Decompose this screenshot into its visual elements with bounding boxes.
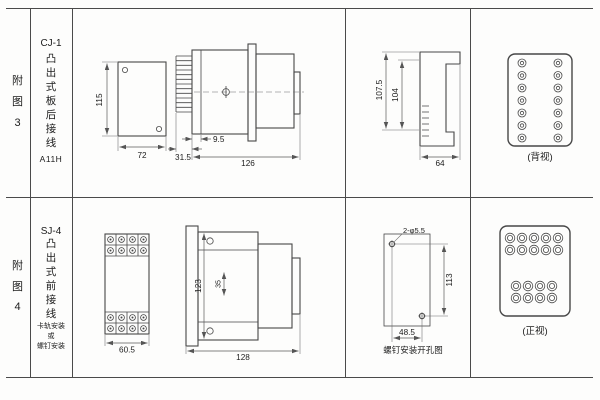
dim-depth-31-5: 31.5 [175, 153, 191, 162]
dim-width-60-5: 60.5 [119, 346, 135, 355]
sj4-hole-diagram-drawing: 2-φ5.5 113 48.5 螺钉安装开孔图 [383, 226, 454, 355]
figure-4-label: 附 图 4 [6, 198, 29, 376]
cj1-front-view-drawing: 115 72 [95, 61, 167, 160]
cj1-rear-terminal-fins [175, 55, 192, 113]
dim-width-72: 72 [137, 151, 147, 160]
hole-diagram-outline [383, 233, 431, 327]
dim-height-123: 123 [194, 279, 203, 293]
dim-height-115: 115 [95, 93, 104, 106]
dim-inner-104: 104 [391, 88, 400, 102]
cutout-dimensions: 107.5 104 64 [375, 51, 461, 168]
sj4-wiring-type-label: 凸 出 式 前 接 线 [45, 238, 57, 320]
sj4-side-view-drawing: 123 35 128 [185, 225, 301, 362]
figure-4-text: 附 图 4 [12, 259, 23, 314]
terminal-block-outline [499, 225, 571, 317]
table-col3-border [345, 8, 346, 378]
sj4-mounting-note: 卡轨安装 或 螺钉安装 [37, 322, 65, 351]
terminal-screws [517, 58, 563, 143]
figure-3-label: 附 图 3 [6, 9, 29, 196]
model-cj1-label: CJ-1 [40, 37, 62, 49]
mounting-hole-top [122, 66, 129, 73]
sj4-front-dimensions: 60.5 [104, 335, 150, 355]
sj4-side-dimensions: 123 35 128 [185, 233, 301, 362]
dim-length-126: 126 [241, 159, 255, 168]
dim-step-35: 35 [216, 280, 223, 288]
dim-outer-107-5: 107.5 [375, 79, 384, 100]
cj1-front-dimensions: 115 72 [95, 61, 167, 160]
terminal-block-outline [507, 53, 573, 147]
terminal-screws-bottom [510, 280, 558, 304]
sj4-side-outline [185, 225, 301, 347]
table-col1-border [30, 8, 31, 378]
cj1-terminal-layout-drawing: (背视) [507, 53, 573, 163]
terminal-screws-top [504, 232, 564, 256]
cj1-wiring-type-label: 凸 出 式 板 后 接 线 [45, 53, 57, 149]
sj4-terminal-layout-drawing: (正视) [499, 225, 571, 337]
model-sj4-label: SJ-4 [40, 225, 62, 237]
cj1-side-view-drawing: 9.5 31.5 126 [168, 43, 304, 168]
cj1-cutout-view-drawing: 107.5 104 64 [375, 51, 461, 168]
hole-diagram-caption: 螺钉安装开孔图 [383, 345, 443, 355]
dim-height-113: 113 [445, 273, 454, 286]
sj4-front-view-drawing: 60.5 [104, 233, 150, 355]
table-middle-border [6, 197, 593, 198]
table-top-border [6, 8, 593, 9]
front-view-label: (正视) [522, 325, 547, 337]
dim-panel-9-5: 9.5 [213, 135, 225, 144]
table-col2-border [72, 8, 73, 378]
table-col4-border [470, 8, 471, 378]
sj4-front-terminals [107, 236, 147, 332]
cj1-side-dimensions: 9.5 31.5 126 [168, 113, 301, 168]
dim-width-48-5: 48.5 [399, 328, 415, 337]
figure-3-text: 附 图 3 [12, 75, 23, 129]
cj1-code-label: A11H [39, 154, 63, 164]
terminal-screw-bottom [206, 327, 214, 335]
dim-width-64: 64 [435, 159, 445, 168]
table-bottom-border [6, 377, 593, 378]
hole-leader-line [393, 233, 403, 243]
terminal-screw-top [206, 237, 214, 245]
dim-length-128: 128 [236, 353, 250, 362]
back-view-label: (背视) [527, 151, 552, 163]
cj1-side-body [191, 43, 304, 142]
hole-diagram-dimensions: 113 48.5 [391, 243, 454, 342]
cj1-front-outline [117, 61, 167, 137]
hole-spec-label: 2-φ5.5 [403, 226, 425, 235]
sj4-front-outline [104, 233, 150, 335]
terminal-ticks [422, 105, 429, 137]
mounting-hole-bottom [156, 126, 163, 133]
cutout-outline [419, 51, 461, 147]
